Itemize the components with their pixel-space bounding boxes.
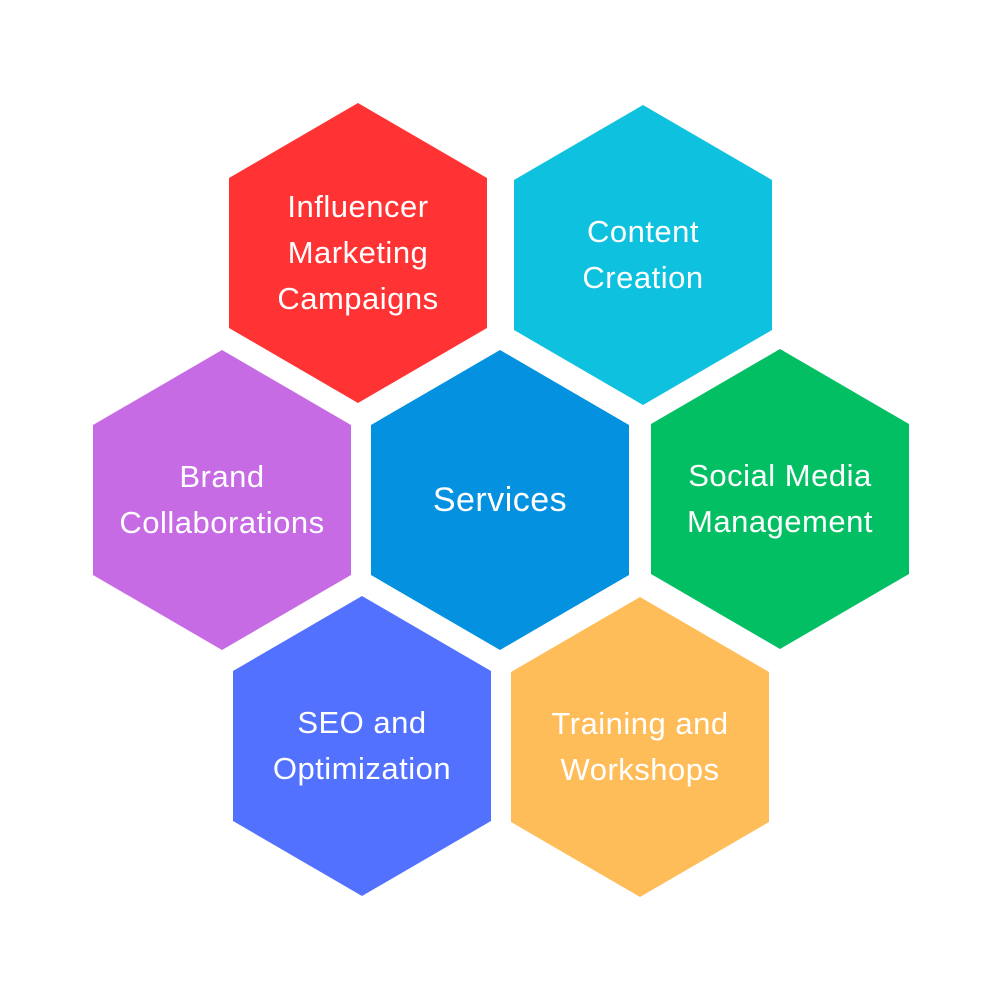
label-line: Workshops <box>560 752 720 787</box>
hex-social-media-management: Social Media Management <box>651 349 909 649</box>
hex-training-and-workshops: Training and Workshops <box>511 597 769 897</box>
label-line: Content <box>586 214 700 249</box>
center-label: Services <box>432 481 568 519</box>
label-line: Influencer <box>287 189 429 224</box>
label-line: SEO and <box>297 705 427 740</box>
hex-services-center: Services <box>371 350 629 650</box>
label-line: Collaborations <box>119 505 325 540</box>
hex-label: Content Creation <box>582 209 703 301</box>
label-line: Campaigns <box>277 281 439 316</box>
label-line: Marketing <box>287 235 429 270</box>
hex-brand-collaborations: Brand Collaborations <box>93 350 351 650</box>
hex-label: Influencer Marketing Campaigns <box>277 184 438 322</box>
hex-seo-and-optimization: SEO and Optimization <box>233 596 491 896</box>
hex-label: Social Media Management <box>655 453 905 545</box>
label-line: Social Media <box>688 458 872 493</box>
label-line: Training and <box>551 706 729 741</box>
label-line: Management <box>687 504 873 539</box>
hex-label: Training and Workshops <box>551 701 728 793</box>
label-line: Creation <box>582 260 704 295</box>
hex-content-creation: Content Creation <box>514 105 772 405</box>
hex-label: Brand Collaborations <box>97 454 347 546</box>
hex-influencer-marketing-campaigns: Influencer Marketing Campaigns <box>229 103 487 403</box>
label-line: Brand <box>179 459 265 494</box>
hex-label: SEO and Optimization <box>273 700 451 792</box>
label-line: Optimization <box>272 751 452 786</box>
